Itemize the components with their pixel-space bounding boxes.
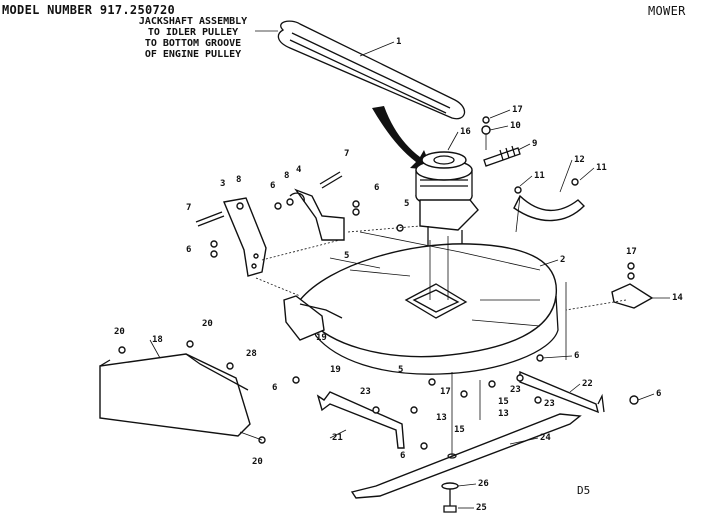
callout-6: 6 bbox=[656, 389, 661, 399]
callout-19: 19 bbox=[316, 333, 327, 343]
callout-6: 6 bbox=[574, 351, 579, 361]
callout-15: 15 bbox=[498, 397, 509, 407]
callout-5: 5 bbox=[398, 365, 403, 375]
callout-16: 16 bbox=[460, 127, 471, 137]
callout-6: 6 bbox=[270, 181, 275, 191]
note-line: OF ENGINE PULLEY bbox=[144, 49, 242, 60]
callout-18: 18 bbox=[152, 335, 163, 345]
note-line: TO IDLER PULLEY bbox=[147, 27, 239, 38]
callout-20: 20 bbox=[114, 327, 125, 337]
section-label: MOWER bbox=[648, 4, 686, 18]
callout-6: 6 bbox=[272, 383, 277, 393]
callout-15: 15 bbox=[454, 425, 465, 435]
callout-2: 2 bbox=[560, 255, 565, 265]
lift-link bbox=[516, 370, 639, 414]
blade-bolt bbox=[441, 482, 459, 513]
callout-13: 13 bbox=[498, 409, 509, 419]
callout-26: 26 bbox=[478, 479, 489, 489]
diagram-code: D5 bbox=[577, 484, 591, 497]
jackshaft-note: JACKSHAFT ASSEMBLY TO IDLER PULLEY TO BO… bbox=[98, 16, 288, 60]
model-number-title: MODEL NUMBER 917.250720 bbox=[2, 3, 176, 17]
callout-5: 5 bbox=[404, 199, 409, 209]
callout-4: 4 bbox=[296, 165, 302, 175]
note-line: TO BOTTOM GROOVE bbox=[144, 38, 242, 49]
callout-10: 10 bbox=[510, 121, 521, 131]
chute-bracket bbox=[283, 295, 343, 341]
side-bracket bbox=[611, 262, 654, 309]
callout-5: 5 bbox=[344, 251, 349, 261]
callout-leaders bbox=[149, 41, 670, 509]
callout-17: 17 bbox=[440, 387, 451, 397]
callout-12: 12 bbox=[574, 155, 585, 165]
mower-deck bbox=[299, 231, 559, 375]
callout-20: 20 bbox=[202, 319, 213, 329]
callout-23: 23 bbox=[510, 385, 521, 395]
bolt-set bbox=[195, 171, 404, 258]
callout-21: 21 bbox=[332, 433, 343, 443]
left-bracket bbox=[223, 197, 267, 277]
callout-28: 28 bbox=[246, 349, 257, 359]
discharge-chute bbox=[99, 340, 266, 444]
callout-25: 25 bbox=[476, 503, 487, 513]
idler-pulley bbox=[415, 151, 473, 207]
callout-8: 8 bbox=[236, 175, 241, 185]
callout-11: 11 bbox=[534, 171, 545, 181]
note-line: JACKSHAFT ASSEMBLY bbox=[138, 16, 248, 27]
callout-13: 13 bbox=[436, 413, 447, 423]
callout-1: 1 bbox=[396, 37, 401, 47]
guide-lines bbox=[255, 225, 627, 360]
callout-17: 17 bbox=[512, 105, 523, 115]
callout-24: 24 bbox=[540, 433, 551, 443]
belt-guide bbox=[513, 178, 585, 233]
callout-3: 3 bbox=[220, 179, 225, 189]
callout-17: 17 bbox=[626, 247, 637, 257]
callout-6: 6 bbox=[374, 183, 379, 193]
routing-arrow bbox=[372, 106, 432, 170]
callout-19: 19 bbox=[330, 365, 341, 375]
spindle-hardware bbox=[410, 354, 544, 460]
callout-labels: 1 17 10 16 9 12 11 11 7 3 8 6 8 4 6 7 5 … bbox=[114, 37, 683, 513]
callout-8: 8 bbox=[284, 171, 289, 181]
callout-11: 11 bbox=[596, 163, 607, 173]
v-belt bbox=[277, 20, 466, 120]
callout-7: 7 bbox=[344, 149, 349, 159]
callout-23: 23 bbox=[360, 387, 371, 397]
callout-14: 14 bbox=[672, 293, 683, 303]
callout-20: 20 bbox=[252, 457, 263, 467]
callout-6: 6 bbox=[186, 245, 191, 255]
callout-22: 22 bbox=[582, 379, 593, 389]
callout-9: 9 bbox=[532, 139, 537, 149]
nut-washer bbox=[481, 116, 491, 150]
center-bracket bbox=[289, 188, 345, 241]
callout-6: 6 bbox=[400, 451, 405, 461]
callout-23: 23 bbox=[544, 399, 555, 409]
callout-7: 7 bbox=[186, 203, 191, 213]
spring bbox=[483, 145, 521, 167]
mower-blade bbox=[350, 413, 582, 499]
front-link bbox=[292, 376, 428, 450]
